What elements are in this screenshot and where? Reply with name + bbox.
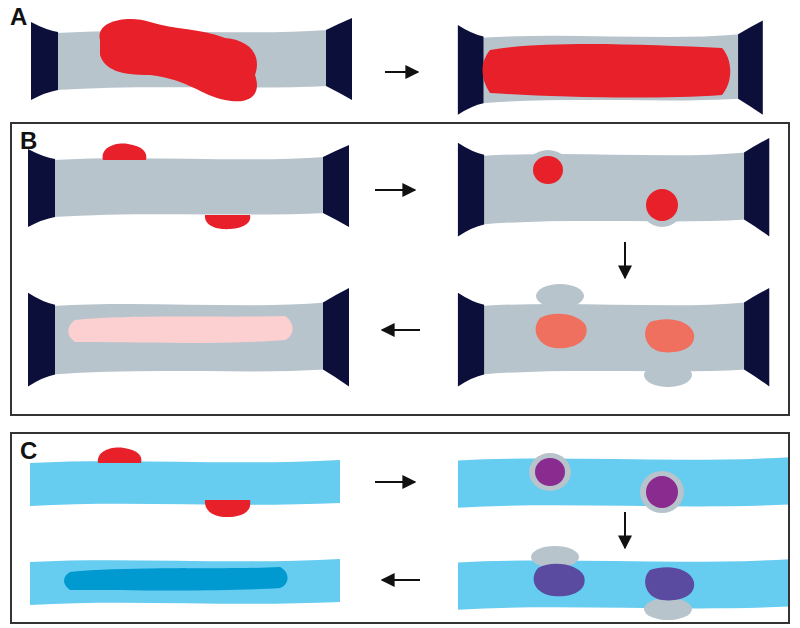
panel-letter: C <box>20 438 37 464</box>
panel-box: B <box>10 122 790 416</box>
bone-figure <box>28 138 769 387</box>
panel-letter: A <box>10 4 27 30</box>
bone-figure <box>31 18 763 115</box>
band-figure <box>30 448 790 620</box>
panel-box: C <box>10 432 790 624</box>
panel-letter: B <box>20 128 37 154</box>
